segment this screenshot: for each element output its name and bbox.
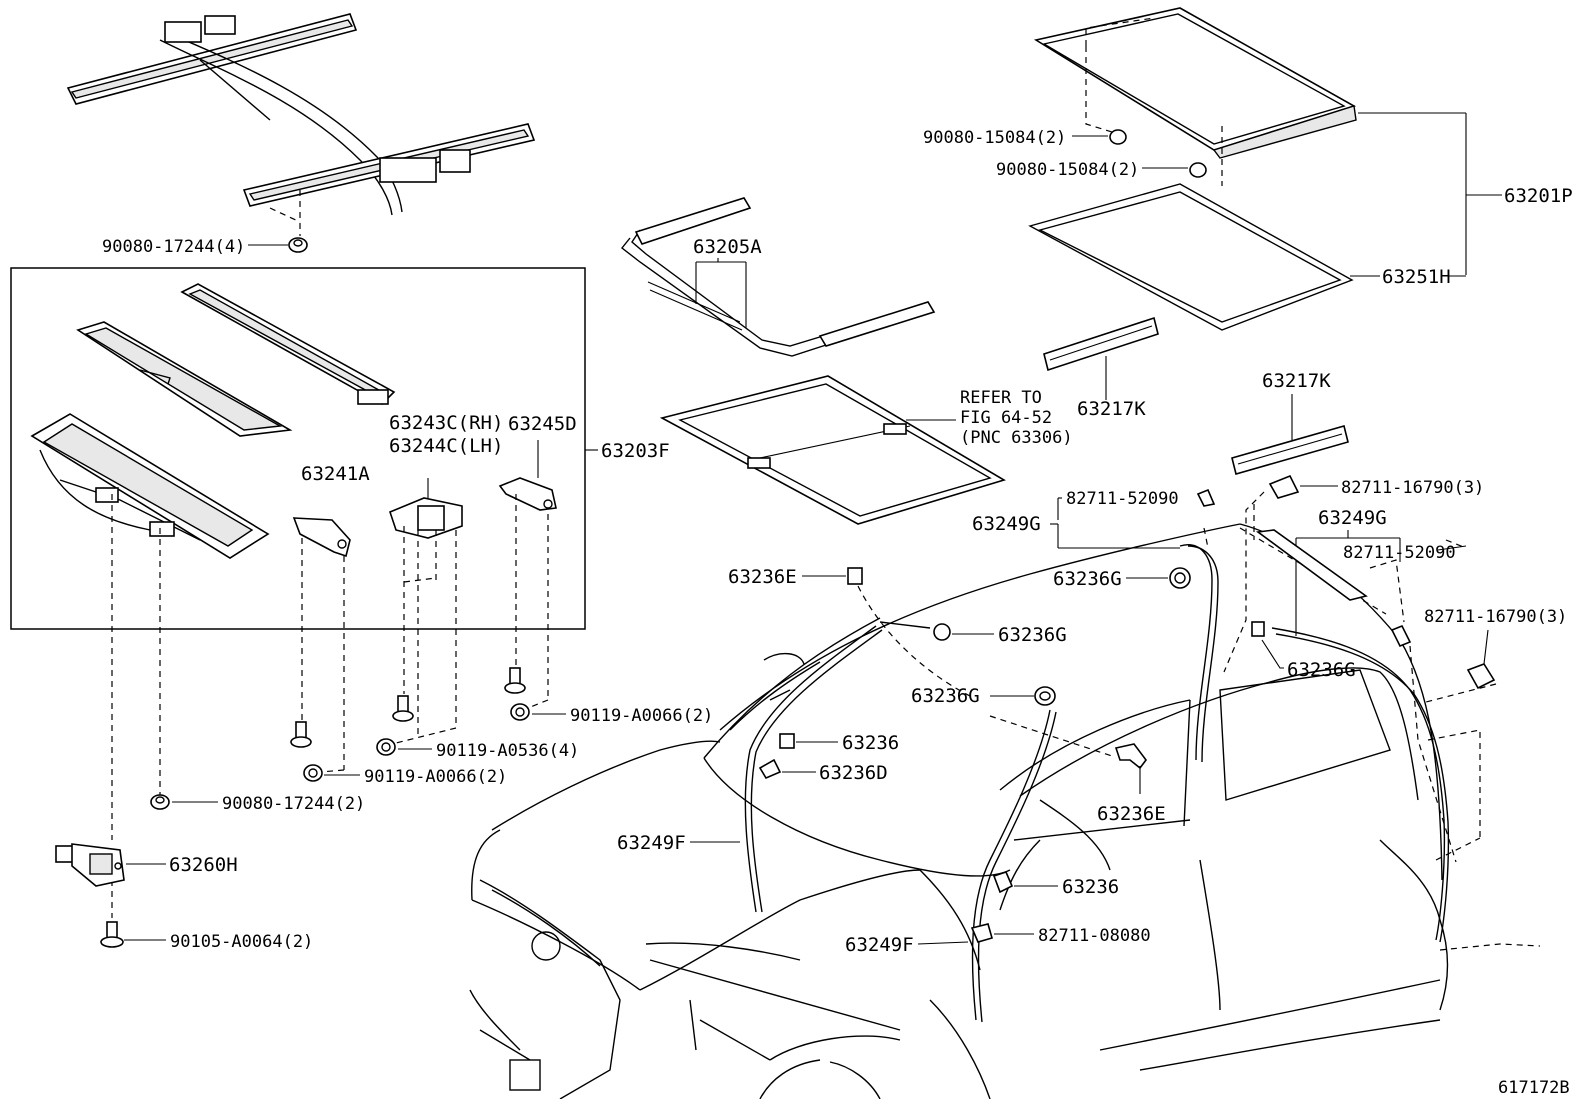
label-63217K-b: 63217K (1262, 370, 1331, 392)
bolt (392, 695, 414, 722)
label-63236G-d: 63236G (1287, 659, 1356, 681)
label-63236E-a: 63236E (728, 566, 797, 588)
bracket-63245D (498, 440, 557, 511)
refer-line-3: (PNC 63306) (960, 428, 1073, 448)
label-82711-16790-b: 82711-16790(3) (1424, 607, 1567, 627)
label-82711-52090-b: 82711-52090 (1343, 543, 1456, 563)
bolt (290, 721, 312, 748)
deflector-part (76, 321, 293, 437)
nut-90080-17244-b (150, 794, 170, 810)
label-63249G-b: 63249G (1318, 507, 1387, 529)
grommet-63236G-b (1169, 567, 1191, 589)
clip-63236D (758, 758, 782, 780)
label-90119-A0536-4: 90119-A0536(4) (436, 741, 579, 761)
label-90119-A0066-b: 90119-A0066(2) (364, 767, 507, 787)
clip-63236E-b (1114, 743, 1147, 770)
label-63251H: 63251H (1382, 266, 1451, 288)
refer-line-2: FIG 64-52 (960, 408, 1052, 428)
label-63236-b: 63236 (1062, 876, 1119, 898)
weatherstrip-63251H (1028, 183, 1354, 331)
label-63236G-c: 63236G (911, 685, 980, 707)
drain-hoses (744, 504, 1450, 1023)
label-82711-08080: 82711-08080 (1038, 926, 1151, 946)
sunroof-frame-assembly (66, 13, 536, 216)
label-82711-16790-a: 82711-16790(3) (1341, 478, 1484, 498)
label-63260H: 63260H (169, 854, 238, 876)
label-63217K-a: 63217K (1077, 398, 1146, 420)
label-63245D: 63245D (508, 413, 577, 435)
molding-63249G (1255, 529, 1368, 601)
clip-63236-b (992, 871, 1014, 894)
clip-82711-08080 (970, 923, 993, 943)
screw-90119-A0536 (376, 738, 396, 756)
clip-82711-16790-a (1268, 474, 1300, 499)
label-63236E-b: 63236E (1097, 803, 1166, 825)
screw-90119-A0066 (510, 703, 530, 721)
label-63205A: 63205A (693, 236, 762, 258)
clip-82711-16790-b (1466, 663, 1496, 690)
label-63236D: 63236D (819, 762, 888, 784)
glass-panel-63201P (1033, 7, 1357, 186)
label-90080-17244-2: 90080-17244(2) (222, 794, 365, 814)
clip-63236E-a (847, 567, 863, 585)
clip-82711-52090-b (1390, 624, 1412, 648)
rail-part (180, 283, 396, 405)
label-63249F-a: 63249F (617, 832, 686, 854)
label-63241A: 63241A (301, 463, 370, 485)
clip-63236-a (779, 733, 795, 749)
clip-82711-52090-a (1196, 488, 1216, 507)
seal-63217K (1043, 316, 1159, 372)
housing-frame (30, 413, 270, 559)
label-63249G-a: 63249G (972, 513, 1041, 535)
label-90105-A0064-2: 90105-A0064(2) (170, 932, 313, 952)
label-90080-15084-b: 90080-15084(2) (996, 160, 1139, 180)
bolt-90080-15084-b (1189, 162, 1207, 178)
label-63244C: 63244C(LH) (389, 435, 503, 457)
vehicle-outline (469, 491, 1541, 1099)
label-82711-52090-a: 82711-52090 (1066, 489, 1179, 509)
bracket-63241A (292, 517, 351, 558)
label-63236G-a: 63236G (998, 624, 1067, 646)
label-63236G-b: 63236G (1053, 568, 1122, 590)
grommet-63236G-a (933, 623, 951, 641)
label-90119-A0066-a: 90119-A0066(2) (570, 706, 713, 726)
label-63243C: 63243C(RH) (389, 412, 503, 434)
label-90080-15084-a: 90080-15084(2) (923, 128, 1066, 148)
sunshade-assembly (659, 375, 1006, 525)
seal-63217K-b (1231, 425, 1349, 475)
bracket-63243C-63244C (389, 478, 463, 539)
label-63203F: 63203F (601, 440, 670, 462)
motor-63260H (55, 843, 125, 887)
label-63249F-b: 63249F (845, 934, 914, 956)
label-63201P: 63201P (1504, 185, 1573, 207)
bolt (504, 667, 526, 694)
grommet-63236G-d (1251, 621, 1265, 637)
nut-90080-17244 (288, 237, 308, 253)
drain-channel-63205A (621, 197, 936, 357)
figure-id: 617172B (1498, 1078, 1570, 1098)
grommet-63236G-c (1034, 686, 1056, 706)
refer-line-1: REFER TO (960, 388, 1042, 408)
label-63236-a: 63236 (842, 732, 899, 754)
label-90080-17244-4: 90080-17244(4) (102, 237, 245, 257)
bolt-90105-A0064 (100, 921, 124, 948)
assembly-63203F-box (10, 267, 586, 630)
screw-90119-A0066 (303, 764, 323, 782)
bolt-90080-15084 (1109, 129, 1127, 145)
